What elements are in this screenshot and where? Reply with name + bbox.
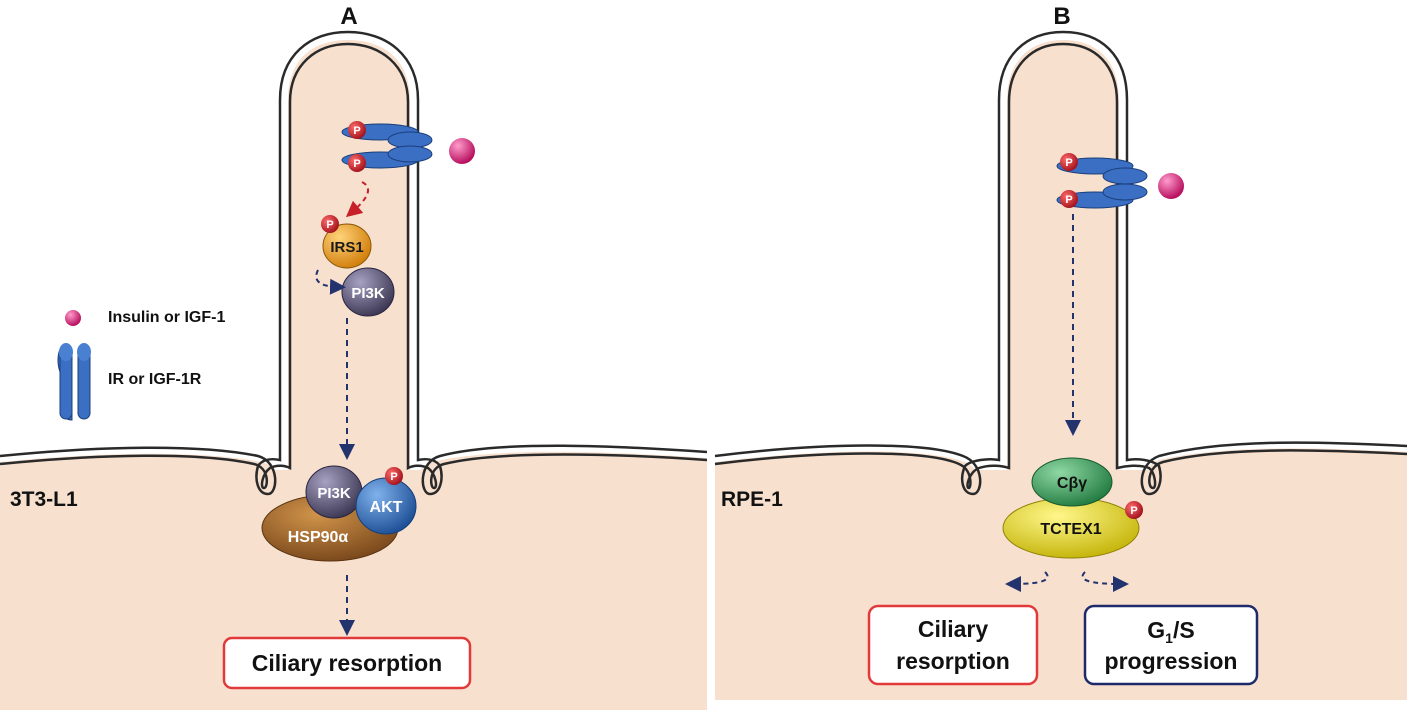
- legend-receptor-icon: [57, 343, 91, 421]
- phospho-icon: P: [385, 467, 403, 485]
- phospho-icon: P: [348, 121, 366, 139]
- phospho-icon: P: [321, 215, 339, 233]
- panel-letter-a: A: [340, 3, 357, 30]
- cell-line-label-b: RPE-1: [721, 488, 783, 511]
- phospho-icon: P: [1060, 190, 1078, 208]
- svg-text:PI3K: PI3K: [317, 485, 351, 502]
- arrow-irs1-to-pi3k: [315, 269, 346, 295]
- legend: Insulin or IGF-1 IR or IGF-1R: [57, 309, 225, 421]
- svg-text:IRS1: IRS1: [330, 239, 363, 256]
- outcome-box-left: Ciliary resorption: [867, 604, 1039, 686]
- legend-ligand-icon: [65, 310, 81, 326]
- cbg-protein: Cβγ: [1031, 457, 1113, 507]
- svg-text:resorption: resorption: [896, 648, 1010, 674]
- phospho-icon: P: [348, 154, 366, 172]
- svg-text:progression: progression: [1105, 648, 1238, 674]
- legend-receptor-label: IR or IGF-1R: [108, 371, 202, 388]
- ligand-icon: [449, 138, 475, 164]
- svg-text:P: P: [1130, 505, 1137, 517]
- phospho-icon: P: [1125, 501, 1143, 519]
- svg-text:AKT: AKT: [370, 499, 403, 516]
- irs1-protein: IRS1: [322, 223, 372, 269]
- membrane-inner-a: [0, 42, 707, 490]
- pi3k-protein-upper: PI3K: [341, 267, 395, 317]
- cell-body-b: [715, 40, 1407, 700]
- svg-text:G1/S: G1/S: [1147, 617, 1194, 646]
- ligand-icon: [1158, 173, 1184, 199]
- arrow-receptor-to-irs1: [345, 181, 370, 218]
- outcome-box-a: Ciliary resorption: [222, 636, 472, 690]
- svg-text:TCTEX1: TCTEX1: [1040, 521, 1101, 538]
- svg-text:P: P: [390, 471, 397, 483]
- akt-protein: AKT: [355, 477, 417, 535]
- membrane-outer-b: [714, 30, 1408, 496]
- svg-text:P: P: [353, 125, 360, 137]
- svg-text:P: P: [1065, 194, 1072, 206]
- g1s-main: G: [1147, 617, 1165, 643]
- panel-a: P P IRS1 P PI3K HSP90α: [0, 3, 707, 710]
- svg-text:Ciliary resorption: Ciliary resorption: [252, 650, 442, 676]
- svg-text:P: P: [326, 219, 333, 231]
- arrow-to-outcome-left: [1005, 571, 1049, 592]
- svg-text:Ciliary: Ciliary: [918, 616, 989, 642]
- arrow-to-outcome-right: [1081, 571, 1129, 592]
- pi3k-protein-lower: PI3K: [305, 465, 363, 519]
- svg-text:HSP90α: HSP90α: [288, 529, 349, 546]
- membrane-outer-a: [0, 30, 707, 496]
- svg-text:PI3K: PI3K: [351, 285, 385, 302]
- cell-line-label-a: 3T3-L1: [10, 488, 78, 511]
- svg-text:Cβγ: Cβγ: [1057, 475, 1087, 492]
- svg-text:P: P: [353, 158, 360, 170]
- phospho-icon: P: [1060, 153, 1078, 171]
- cell-body-a: [0, 40, 707, 710]
- membrane-inner-b: [714, 42, 1408, 490]
- panel-b: P P TCTEX1 Cβγ P Ciliary resor: [707, 0, 1414, 710]
- panel-a-diagram: P P IRS1 P PI3K HSP90α: [0, 3, 707, 710]
- g1s-rest: /S: [1173, 617, 1195, 643]
- panel-letter-b: B: [1053, 3, 1070, 30]
- tctex1-protein: TCTEX1: [1002, 497, 1140, 559]
- legend-ligand-label: Insulin or IGF-1: [108, 309, 225, 326]
- panel-b-diagram: P P TCTEX1 Cβγ P Ciliary resor: [714, 3, 1408, 700]
- svg-text:P: P: [1065, 157, 1072, 169]
- outcome-box-right: G1/S progression: [1083, 604, 1259, 686]
- g1s-sub: 1: [1165, 630, 1173, 646]
